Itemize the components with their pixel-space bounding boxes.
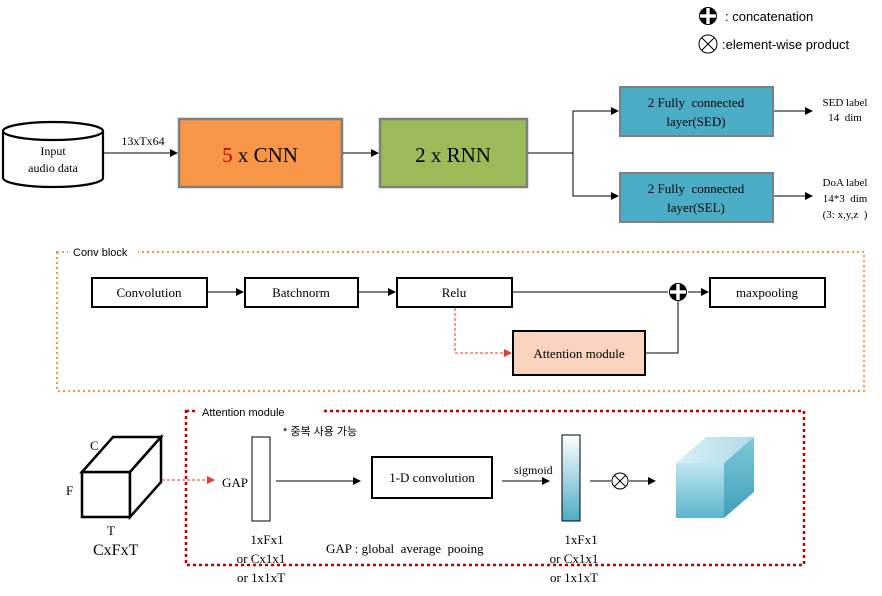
conv-block: Conv block Convolution Batchnorm Relu ma… [56,245,865,392]
input-label-line2: audio data [28,161,78,175]
fc-sel-label-line1: 2 Fully connected [648,181,745,196]
arrow-to-fc-sel [572,153,619,200]
attention-module-label: Attention module [533,346,625,361]
input-shape-label: 13xTx64 [121,134,164,148]
attention-module-box [512,330,646,376]
gap-dims-line3: or 1x1xT [237,570,285,585]
arrow-to-fc-sed [572,107,619,153]
cnn-label: 5 x CNN [222,143,298,167]
attention-weights-bar [561,434,581,522]
attention-to-concat-line [646,301,679,354]
pipeline: Input audio data 13xTx64 5 x CNN 2 x RNN… [1,86,868,223]
element-wise-product-icon [698,34,718,54]
legend-concatenation-label: : concatenation [725,9,813,24]
relu-box [396,277,513,308]
conv-block-title-bg [68,245,138,259]
cnn-block [177,117,344,189]
batchnorm-box [244,277,359,308]
attention-module-detail: C F T CxFxT Attention module * 중복 사용 가능 … [66,404,806,585]
conv1d-box [371,456,493,499]
out-dims-line3: or 1x1xT [550,570,598,585]
batchnorm-label: Batchnorm [272,285,330,300]
fc-sed-block [619,86,774,137]
cnn-count: 5 [222,143,233,167]
sed-output-line1: SED label [823,97,868,109]
doa-output-line2: 14*3 dim [823,193,868,205]
fc-sel-block [619,172,774,223]
attention-module-title: Attention module [202,407,285,419]
gap-dims-line1: 1xFx1 [250,532,283,547]
fc-sel-label-line2: layer(SEL) [667,200,725,215]
sed-output-line2: 14 dim [828,112,862,124]
out-dims-line2: or Cx1x1 [550,551,599,566]
tensor-f-label: F [66,483,73,498]
relu-label: Relu [442,285,467,300]
tensor-c-label: C [90,438,99,453]
concat-icon [669,283,687,301]
element-wise-product-icon [611,472,629,490]
rnn-block [378,117,529,189]
doa-output-line3: (3: x,y,z ) [823,209,868,221]
fc-sed-label-line2: layer(SED) [666,114,725,129]
cnn-text: x CNN [233,143,298,167]
gap-label: GAP [222,475,248,490]
reuse-note: * 중복 사용 가능 [283,425,357,438]
sigmoid-label: sigmoid [514,463,553,477]
conv-block-title: Conv block [73,247,128,259]
input-label-line1: Input [40,144,66,158]
legend: : concatenation :element-wise product [698,7,850,54]
gap-definition: GAP : global average pooing [326,541,484,556]
doa-output-line1: DoA label [823,177,868,189]
convolution-label: Convolution [116,285,182,300]
arrow-relu-to-attention [454,308,512,357]
rnn-label: 2 x RNN [415,143,491,167]
tensor-shape-label: CxFxT [93,542,139,559]
fc-sed-label-line1: 2 Fully connected [648,95,745,110]
conv1d-label: 1-D convolution [389,470,475,485]
concatenation-icon [699,7,717,25]
convolution-box [91,277,208,308]
attention-module-border [184,409,806,567]
legend-product-label: :element-wise product [722,37,850,52]
output-tensor-cube [676,437,754,518]
maxpooling-label: maxpooling [736,285,799,300]
gap-dims-line2: or Cx1x1 [237,551,286,566]
attention-module-title-bg [196,404,324,420]
conv-block-border [56,251,865,392]
out-dims-line1: 1xFx1 [564,532,597,547]
tensor-t-label: T [107,523,115,538]
input-audio-cylinder: Input audio data [1,120,105,189]
input-tensor-cube [79,433,164,521]
gap-vector-bar [251,436,271,522]
maxpooling-box [709,277,826,308]
